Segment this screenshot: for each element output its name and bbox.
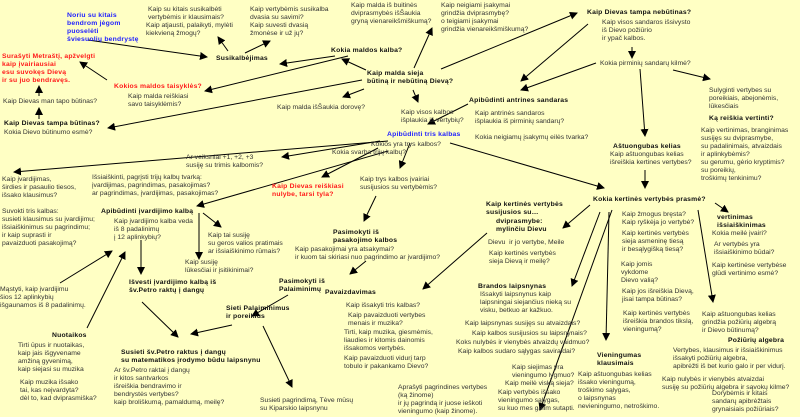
- question-text: Kaip įvardijimas, širdies ir pasaulio ti…: [2, 176, 77, 199]
- question-text: Kokios yra trys kalbos?: [371, 141, 441, 148]
- node-maldos-kalba: Kokia maldos kalba?: [331, 47, 403, 54]
- question-text: Kaip neigiami įsakymai grindžia dviprasm…: [441, 2, 529, 33]
- question-text: Kaip muzika išsako tai, kas neįvardyta? …: [20, 379, 97, 402]
- node-dviprasmybe: dviprasmybe: mylinčiu Dievu: [496, 218, 547, 233]
- question-text: Tirti, kaip muzika, giesmėmis, liaudies …: [344, 329, 433, 352]
- question-text: Kaip vertinimas, branginimas susijęs su …: [701, 127, 789, 182]
- question-text: Kokia svarba trijų kalbų?: [332, 149, 407, 156]
- question-text: Ar vertybės yra išsiaiškinimo būdai?: [714, 241, 775, 256]
- node-brandos-laipsnynas: Brandos laipsnynas: [478, 283, 547, 290]
- node-nuotaikos: Nuotaikos: [52, 332, 87, 339]
- question-text: Kaip antrinės sandaros išplaukia iš pirm…: [475, 110, 565, 125]
- question-text: Koks nulybės ir vienybės atvaizdų vaidmu…: [456, 339, 590, 346]
- question-text: Kaip meilė viską sieja?: [505, 380, 574, 387]
- red-node-maldos-taisykles: Kokios maldos taisyklės?: [114, 83, 202, 90]
- node-palaiminimai: Pasimokyti iš Palaiminimų: [279, 278, 326, 293]
- node-vertinti: Ką reiškia vertinti?: [709, 115, 774, 122]
- question-text: Kaip atjausti, palaikyti, mylėti kiekvie…: [146, 22, 233, 37]
- node-petro-raktai-laipsnynas: Susieti šv.Petro raktus į dangų su matem…: [121, 349, 261, 364]
- node-kertines-susijusios: Kaip kertinės vertybės susijusios su…: [486, 201, 563, 216]
- question-text: Kaip trys kalbos įvairiai susijusios su …: [360, 176, 438, 191]
- question-text: Suvokti tris kalbas: susieti klausimus s…: [2, 208, 95, 247]
- question-text: Kaip žmogus bręsta? Kaip ryškėja jo vert…: [622, 211, 695, 226]
- red-node-nulybe: Kaip Dievas reiškiasi nulybe, tarsi tyla…: [272, 183, 344, 198]
- question-text: Kaip visos kalbos išplaukia iš vertybių?: [401, 109, 464, 124]
- question-text: Aprašyti pagrindines vertybes (ką žinome…: [398, 384, 488, 415]
- question-text: Vertybes, klausimus ir išsiaiškinimus iš…: [673, 347, 786, 370]
- question-text: Mąstyti, kaip įvardijimu šios 12 aplinky…: [0, 286, 86, 309]
- question-text: Kaip pavaizduoti vidurį tarp tobulo ir p…: [344, 355, 429, 370]
- node-pasakojimo-kalba: Pasimokyti iš pasakojimo kalbos: [333, 229, 398, 244]
- question-text: Kaip visos sandaros išsivysto iš Dievo p…: [602, 19, 691, 42]
- node-antrines-sandaros: Apibūdinti antrines sandaras: [469, 97, 569, 104]
- question-text: Kokia neigiamų įsakymų eilės tvarka?: [475, 134, 589, 141]
- node-kertines-vertybes-prasme: Kokia kertinės vertybės prasmė?: [593, 196, 706, 203]
- question-text: Kaip pasakojimai yra atsakymai? ir kuom …: [295, 246, 441, 261]
- question-text: Dorybėmis ir kitais sandarų apibrėžtais …: [712, 390, 779, 413]
- question-text: Kaip susiję lūkesčiai ir įsitikinimai?: [185, 259, 254, 274]
- node-isvesti-ivardijimo: Išvesti įvardijimo kalbą iš šv.Petro rak…: [129, 279, 217, 294]
- node-susikalbejimas: Susikalbėjimas: [216, 55, 268, 62]
- question-text: Kaip kalbos sudaro sąlygas saviraidai?: [458, 348, 576, 355]
- question-text: Dievu ir jo vertybe, Meile: [488, 239, 565, 246]
- question-text: Susieti pagrindimą, Tėve mūsų su Kiparsk…: [260, 397, 354, 412]
- question-text: Tirti ūpus ir nuotaikas, kaip jais išgyv…: [18, 342, 85, 373]
- question-text: Kaip kalbos susijusios su laipsnynais?: [472, 330, 587, 337]
- question-text: Kaip siejimas yra vieningumo lygmuo?: [512, 364, 575, 379]
- node-dievas-nebutinas: Kaip Dievas tampa nebūtinas?: [587, 9, 692, 16]
- central-node: Kaip malda sieja būtiną ir nebūtiną Diev…: [367, 70, 454, 85]
- question-text: Kaip malda reiškiasi savo taisyklėmis?: [128, 93, 189, 108]
- question-text: Kaip kertinės vertybės išreiškia brandos…: [623, 310, 694, 333]
- question-text: Kaip aštuongubas kelias grindžia požiūri…: [702, 311, 777, 334]
- question-text: Kaip jomis vykdome Dievo valią?: [621, 261, 659, 284]
- question-text: Kokia Dievo būtinumo esmė?: [4, 129, 93, 136]
- question-text: Išsakyti laipsnynus kaip laipsningai sie…: [480, 291, 572, 314]
- question-text: Kaip įvardijimo kalba veda iš 8 padalini…: [114, 218, 193, 241]
- node-ivardijimo-kalba: Apibūdinti įvardijimo kalbą: [101, 208, 194, 215]
- question-text: Kaip malda išŠaukia dorovę?: [277, 104, 366, 111]
- question-text: Ar šv.Petro raktai į dangų ir kitos sant…: [114, 367, 225, 406]
- node-vieningumas: Vieningumas klausimais: [597, 352, 642, 367]
- question-text: Kaip kertinės vertybės sieja Dievą ir me…: [489, 250, 556, 265]
- question-text: Kaip aštuongubas kelias išreiškia kertin…: [610, 151, 692, 166]
- question-text: Kaip Dievas man tapo būtinas?: [3, 98, 98, 105]
- blue-node-trys-kalbos: Apibūdinti tris kalbas: [387, 131, 461, 138]
- node-poziuriu-algebra: Požiūrių algebra: [728, 337, 785, 344]
- question-text: Kaip vertybėmis susikalba dvasia su savi…: [250, 6, 329, 21]
- node-sieti-palaiminimus: Sieti Palaiminimus ir poreikius: [226, 305, 290, 320]
- question-text: Kaip nulybės ir vienybės atvaizdai susij…: [662, 376, 790, 391]
- question-text: Kokia meilė įvairi?: [712, 230, 767, 237]
- question-text: Kaip kertinėse vertybėse glūdi vertinimo…: [712, 262, 787, 277]
- question-text: Kaip vertybės išsako vieningumo sąlygas,…: [498, 389, 575, 412]
- question-text: Kaip tai susiję su geros valios pratimai…: [208, 232, 283, 255]
- question-text: Kaip suvesti dvasią žmonėse ir už jų?: [250, 22, 309, 37]
- red-goal-metrastis: Surašyti Metraštį, apžvelgti kaip įvairi…: [2, 53, 96, 84]
- question-text: Kokia pirminių sandarų kilmė?: [600, 60, 691, 67]
- node-pavaizdavimas: Pavaizdavimas: [325, 289, 376, 296]
- node-astuongubas-kelias: Aštuongubas kelias: [613, 143, 681, 150]
- question-text: Kaip su kitais susikalbėti vertybėmis ir…: [148, 6, 224, 21]
- question-text: Kaip išsakyti tris kalbas?: [346, 302, 421, 309]
- question-text: Kaip laipsnynas susijęs su atvaizdais?: [465, 320, 581, 327]
- question-text: Kaip malda iš buitinės dviprasmybės išŠa…: [351, 2, 432, 25]
- question-text: Išsiaiškinti, pagrįsti trijų kalbų tvark…: [92, 174, 219, 197]
- question-text: Kaip aštuongubas kelias išsako vieningum…: [578, 371, 660, 410]
- blue-goal-fellowship: Noriu su kitais bendrom jėgom puoselėti …: [67, 12, 139, 43]
- question-text: Ar veiksniai +1, +2, +3 susiję su trimis…: [186, 154, 264, 169]
- node-vertinimas: vertinimas išsiaiškinimas: [717, 214, 766, 229]
- node-dievas-butinas: Kaip Dievas tampa būtinas?: [4, 120, 100, 127]
- question-text: Kaip jos išreiškia Dievą, jisai tampa bū…: [622, 288, 694, 303]
- question-text: Kaip pavaizduoti vertybes menais ir muzi…: [348, 312, 426, 327]
- question-text: Sulyginti vertybes su poreikiais, abejon…: [709, 87, 779, 110]
- question-text: Kaip kertinės vertybės sieja asmeninę ti…: [622, 230, 689, 253]
